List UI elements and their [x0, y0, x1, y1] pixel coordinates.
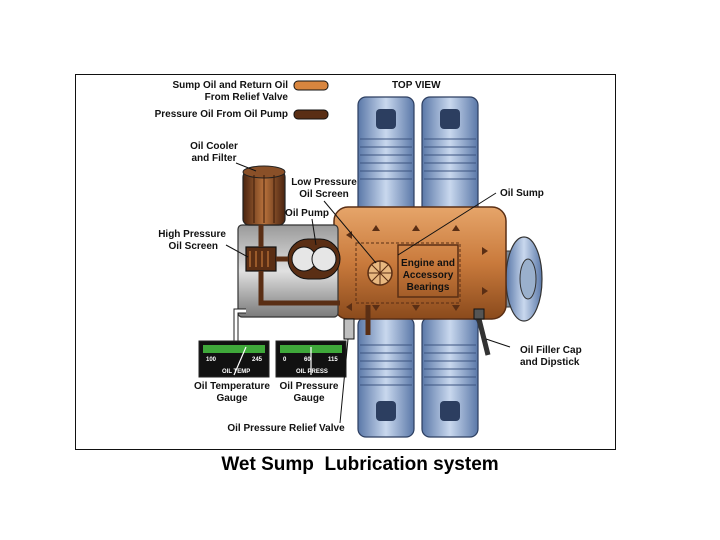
temp-gauge-min: 100 [206, 357, 217, 363]
temp-gauge-max: 245 [252, 357, 263, 363]
leader-relief-valve [339, 338, 349, 424]
relief-valve [343, 318, 355, 340]
pressure-gauge-t2: 115 [328, 357, 338, 363]
cylinder-head-bottom-left [376, 401, 396, 421]
legend-sump-label-2: From Relief Valve [205, 92, 289, 103]
cylinder-fins-bottom [360, 344, 476, 386]
diagram-frame: Sump Oil and Return Oil From Relief Valv… [75, 74, 616, 450]
engine-label-3: Bearings [407, 282, 450, 293]
label-filler-cap-2: and Dipstick [520, 357, 580, 368]
label-temp-gauge-1: Oil Temperature [194, 381, 270, 392]
pressure-line-to-engine [258, 271, 340, 306]
bearings-box [397, 244, 459, 298]
hub-center [519, 258, 537, 300]
low-pressure-screen-mesh [368, 261, 392, 285]
flow-arrow [346, 303, 352, 311]
label-relief-valve: Oil Pressure Relief Valve [227, 423, 345, 434]
label-pressure-gauge-2: Gauge [293, 393, 325, 404]
leader-low-pressure-screen [323, 200, 377, 264]
oil-cooler [242, 165, 286, 226]
pressure-gauge-t1: 60 [304, 357, 311, 363]
flow-arrow [412, 225, 420, 231]
oil-temperature-gauge: 100 245 OIL TEMP [198, 340, 270, 378]
high-pressure-screen-mesh [249, 251, 269, 267]
flow-arrow [482, 287, 488, 295]
label-oil-cooler-1: Oil Cooler [190, 141, 238, 152]
cylinder-head-bottom-right [440, 401, 460, 421]
oil-pressure-gauge: 0 60 115 OIL PRESS [275, 340, 347, 378]
leader-oil-cooler [235, 162, 257, 172]
label-high-pressure-screen-2: Oil Screen [169, 241, 218, 252]
label-pressure-gauge-1: Oil Pressure [280, 381, 339, 392]
gauge-lines [234, 309, 246, 343]
flow-arrow [482, 247, 488, 255]
oil-pump-gear-right [311, 246, 337, 272]
oil-filler-cap [473, 308, 485, 320]
label-filler-cap-1: Oil Filler Cap [520, 345, 582, 356]
cylinder-head-top-right [440, 109, 460, 129]
temp-gauge-line [234, 309, 246, 343]
pressure-gauge-name: OIL PRESS [296, 369, 328, 375]
label-oil-pump: Oil Pump [285, 208, 329, 219]
dipstick [473, 308, 491, 356]
engine-label-2: Accessory [403, 270, 454, 281]
temp-gauge-green-arc [203, 345, 265, 353]
lubrication-diagram: Sump Oil and Return Oil From Relief Valv… [155, 80, 582, 438]
view-label: TOP VIEW [392, 80, 441, 91]
flow-arrow [372, 225, 380, 231]
temp-gauge-name: OIL TEMP [222, 369, 250, 375]
gauge-line-outlines [233, 308, 246, 343]
legend-pressure-swatch [293, 109, 329, 120]
diagram-caption: Wet Sump Lubrication system [221, 454, 499, 475]
leader-dipstick [485, 338, 511, 348]
flow-arrows [346, 225, 488, 311]
engine-label-1: Engine and [401, 258, 455, 269]
pressure-oil-lines [258, 225, 371, 335]
oil-pump [287, 238, 341, 280]
temp-gauge-needle [233, 346, 247, 376]
flow-arrow [452, 225, 460, 231]
flow-arrow [412, 305, 420, 311]
pressure-gauge-t0: 0 [283, 357, 287, 363]
label-oil-sump: Oil Sump [500, 188, 544, 199]
leader-oil-pump [311, 218, 317, 246]
cylinder-fins-top [360, 138, 476, 180]
leader-lines [225, 162, 511, 424]
legend-sump-swatch [293, 80, 329, 91]
legend: Sump Oil and Return Oil From Relief Valv… [155, 80, 441, 120]
legend-sump-label: Sump Oil and Return Oil [172, 80, 288, 91]
oil-sump-area [355, 242, 461, 304]
cylinders-bottom [357, 316, 479, 438]
label-oil-cooler-2: and Filter [191, 153, 236, 164]
cylinder-head-top-left [376, 109, 396, 129]
label-low-pressure-screen-1: Low Pressure [291, 177, 357, 188]
label-low-pressure-screen-2: Oil Screen [299, 189, 348, 200]
legend-pressure-label: Pressure Oil From Oil Pump [155, 109, 288, 120]
label-temp-gauge-2: Gauge [216, 393, 248, 404]
leader-high-pressure-screen [225, 244, 249, 258]
label-high-pressure-screen-1: High Pressure [158, 229, 226, 240]
leader-oil-sump [397, 192, 497, 256]
flow-arrow [452, 305, 460, 311]
cylinders-top [357, 96, 479, 216]
flow-arrow [372, 305, 380, 311]
